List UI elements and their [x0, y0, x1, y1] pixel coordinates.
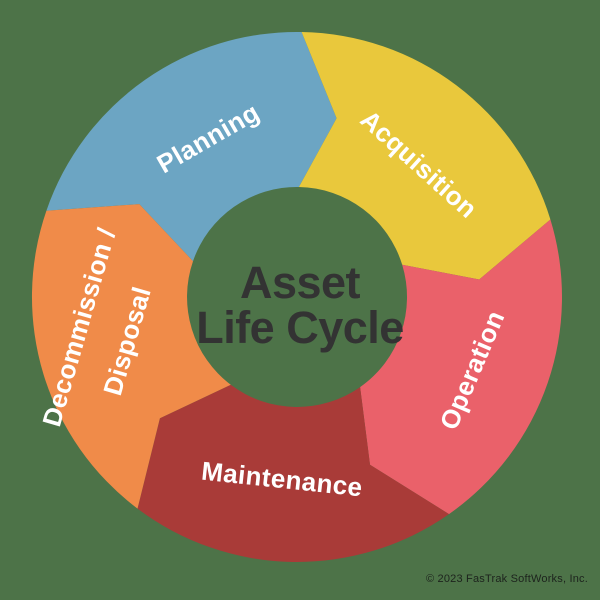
diagram-title-line2: Life Cycle [196, 302, 404, 353]
segment-planning [46, 31, 337, 262]
segment-maintenance [137, 384, 449, 563]
segment-decommission-disposal [31, 204, 231, 509]
segment-operation [360, 219, 562, 515]
segment-acquisition [298, 32, 551, 280]
copyright-text: © 2023 FasTrak SoftWorks, Inc. [425, 573, 588, 585]
diagram-title-line1: Asset [239, 257, 361, 308]
diagram-title: Asset Life Cycle [100, 260, 500, 350]
